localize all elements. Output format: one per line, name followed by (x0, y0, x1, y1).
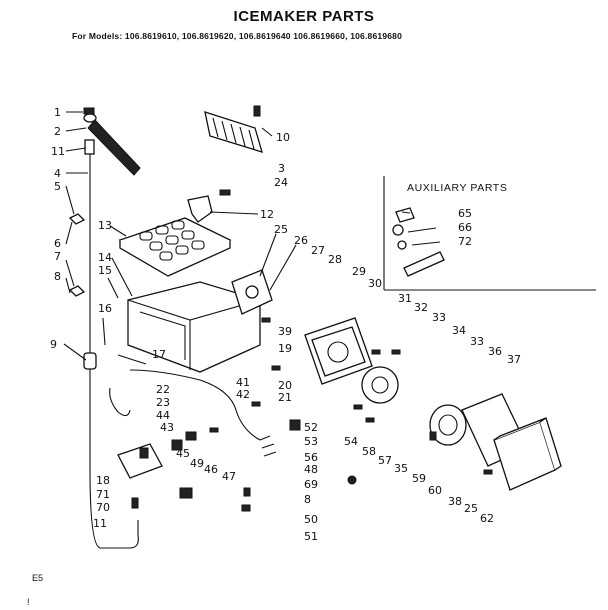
stripper-bracket (187, 195, 213, 223)
callout-label: 31 (398, 292, 412, 305)
motor (429, 404, 467, 446)
model-numbers: For Models: 106.8619610, 106.8619620, 10… (72, 31, 403, 41)
callout-label: 52 (304, 421, 318, 434)
callout-label: 65 (458, 207, 472, 220)
callout-label: 49 (190, 457, 204, 470)
callout-label: 20 (278, 379, 292, 392)
control-housing (304, 317, 373, 385)
auxiliary-parts-title: AUXILIARY PARTS (407, 182, 508, 194)
callout-label: 15 (98, 264, 112, 277)
water-valve (117, 443, 163, 479)
callout-label: 23 (156, 396, 170, 409)
callout-label: 69 (304, 478, 318, 491)
callout-label: 32 (414, 301, 428, 314)
callout-label: 2 (54, 125, 61, 138)
front-cover (493, 416, 562, 491)
callout-label: 22 (156, 383, 170, 396)
figure-code: E5 (32, 573, 44, 583)
callout-label: 41 (236, 376, 250, 389)
callout-labels: 1 2 11 4 5 6 7 8 9 13 14 15 16 17 10 3 2… (50, 106, 521, 543)
callout-label: 38 (448, 495, 462, 508)
callout-label: 29 (352, 265, 366, 278)
callout-label: 33 (432, 311, 446, 324)
callout-label: 39 (278, 325, 292, 338)
callout-label: 8 (304, 493, 311, 506)
callout-label: 48 (304, 463, 318, 476)
callout-label: 44 (156, 409, 170, 422)
callout-label: 21 (278, 391, 292, 404)
callout-label: 25 (274, 223, 288, 236)
callout-label: 11 (51, 145, 65, 158)
callout-label: 36 (488, 345, 502, 358)
wire-harness (129, 369, 261, 441)
callout-label: 3 (278, 162, 285, 175)
callout-label: 35 (394, 462, 408, 475)
callout-label: 46 (204, 463, 218, 476)
thermostat-lead (109, 387, 131, 417)
callout-label: 18 (96, 474, 110, 487)
callout-label: 42 (236, 388, 250, 401)
callout-label: 26 (294, 234, 308, 247)
callout-label: 17 (152, 348, 166, 361)
callout-label: 50 (304, 513, 318, 526)
callout-label: 51 (304, 530, 318, 543)
callout-label: 4 (54, 167, 61, 180)
callout-label: 25 (464, 502, 478, 515)
drive-gear (361, 366, 399, 404)
auxiliary-parts-art (392, 207, 445, 277)
callout-label: 56 (304, 451, 318, 464)
callout-label: 54 (344, 435, 358, 448)
page-title: ICEMAKER PARTS (233, 8, 375, 25)
callout-label: 14 (98, 251, 112, 264)
callout-label: 66 (458, 221, 472, 234)
callout-label: 6 (54, 237, 61, 250)
callout-label: 1 (54, 106, 61, 119)
callout-label: 8 (54, 270, 61, 283)
callout-label: 57 (378, 454, 392, 467)
leader-lines (63, 111, 441, 365)
callout-label: 60 (428, 484, 442, 497)
callout-label: 72 (458, 235, 472, 248)
callout-label: 7 (54, 250, 61, 263)
callout-label: 62 (480, 512, 494, 525)
auxiliary-parts-box (383, 176, 596, 291)
callout-label: 16 (98, 302, 112, 315)
callout-label: 19 (278, 342, 292, 355)
callout-label: 70 (96, 501, 110, 514)
callout-label: 58 (362, 445, 376, 458)
callout-label: 5 (54, 180, 61, 193)
callout-label: 37 (507, 353, 521, 366)
shutter-grille (204, 111, 263, 153)
callout-label: 34 (452, 324, 466, 337)
callout-label: 53 (304, 435, 318, 448)
callout-label: 30 (368, 277, 382, 290)
callout-label: 13 (98, 219, 112, 232)
callout-label: 11 (93, 517, 107, 530)
mold-housing (127, 281, 261, 373)
ice-mold-tray (118, 217, 232, 277)
callout-label: 71 (96, 488, 110, 501)
fasteners (131, 105, 493, 512)
callout-label: 24 (274, 176, 288, 189)
callout-label: 33 (470, 335, 484, 348)
callout-label: 27 (311, 244, 325, 257)
callout-label: 28 (328, 253, 342, 266)
callout-label: 12 (260, 208, 274, 221)
callout-label: 43 (160, 421, 174, 434)
callout-label: 59 (412, 472, 426, 485)
callout-label: 47 (222, 470, 236, 483)
callout-label: 10 (276, 131, 290, 144)
callout-label: 45 (176, 447, 190, 460)
mounting-plate (231, 269, 273, 315)
callout-label: 9 (50, 338, 57, 351)
water-fill-tube (68, 107, 141, 549)
footer-mark: ! (27, 597, 30, 607)
